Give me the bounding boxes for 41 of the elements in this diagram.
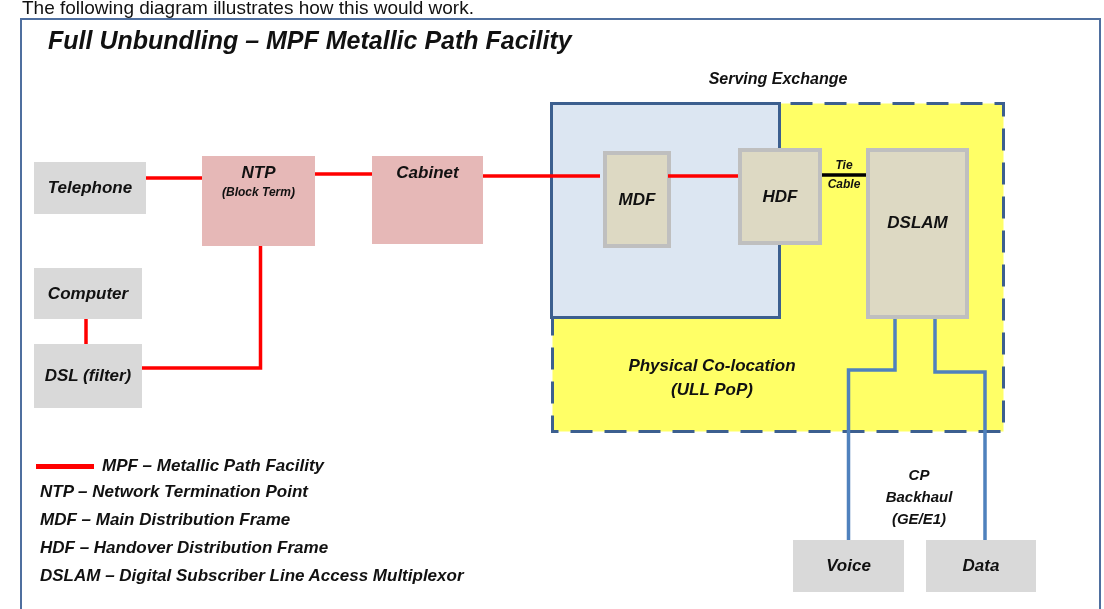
node-label: HDF	[762, 185, 798, 208]
connection-line	[315, 172, 372, 176]
equipment-frame	[738, 148, 822, 245]
node-label: DSLAM	[887, 212, 948, 234]
device-box	[34, 344, 142, 408]
node-label: Cabinet	[396, 162, 459, 184]
equipment-frame	[866, 148, 969, 319]
legend-entry: HDF – Handover Distribution Frame	[40, 538, 329, 558]
region-heading: Serving Exchange	[707, 70, 849, 88]
node-label: Computer	[47, 282, 129, 305]
node-label: Voice	[826, 555, 871, 577]
connection-line	[822, 173, 866, 177]
connection-line	[84, 319, 88, 344]
device-box	[34, 268, 142, 319]
connection-line	[668, 174, 738, 178]
connection-line	[483, 174, 600, 178]
legend-entry: DSLAM – Digital Subscriber Line Access Multiplexor	[40, 566, 464, 586]
connection-line	[933, 319, 987, 540]
edge-label: Tie Cable	[826, 157, 862, 193]
network-box	[372, 156, 483, 244]
device-box	[34, 162, 146, 214]
node-sublabel: (Block Term)	[222, 184, 295, 200]
device-box	[793, 540, 904, 592]
device-box	[926, 540, 1036, 592]
intro-text: The following diagram illustrates how this would work.	[22, 0, 474, 17]
network-box	[202, 156, 315, 246]
region-caption: Physical Co-location (ULL PoP)	[627, 355, 797, 401]
legend-label: MPF – Metallic Path Facility	[102, 456, 324, 476]
diagram-title: Full Unbundling – MPF Metallic Path Facility	[48, 26, 572, 55]
legend-entry: NTP – Network Termination Point	[40, 482, 308, 502]
equipment-frame	[603, 151, 671, 248]
legend-entry: MDF – Main Distribution Frame	[40, 510, 291, 530]
node-label: NTP	[241, 162, 276, 184]
connection-line	[146, 176, 202, 180]
node-label: Data	[962, 555, 1000, 577]
node-label: MDF	[618, 188, 656, 211]
node-label: Telephone	[47, 177, 133, 199]
connection-line	[846, 319, 897, 540]
node-label: DSL (filter)	[44, 365, 132, 387]
backhaul-label: CP Backhaul (GE/E1)	[884, 465, 954, 529]
connection-line	[142, 246, 263, 370]
